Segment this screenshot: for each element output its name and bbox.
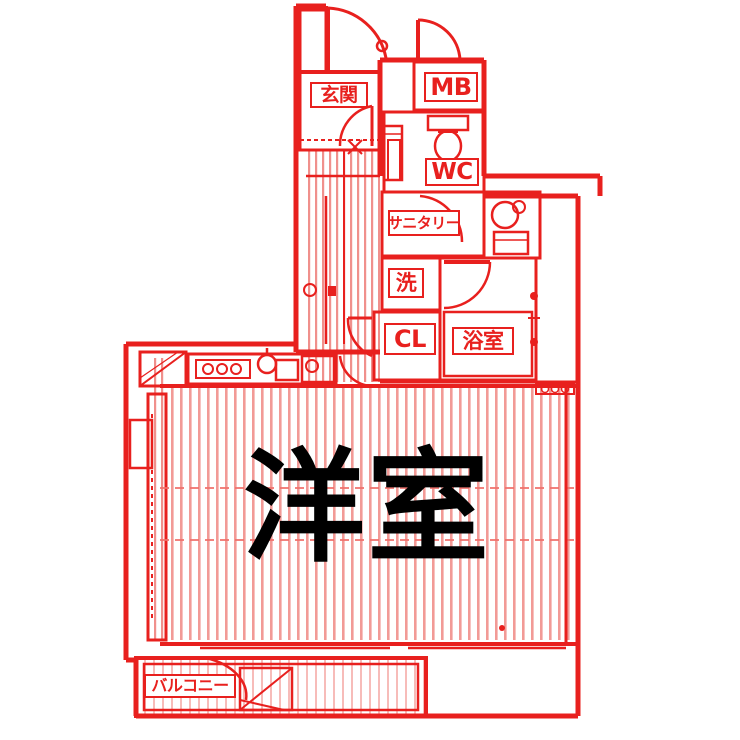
wash-basin xyxy=(490,200,530,256)
structural-column xyxy=(128,418,154,470)
kitchen-sink xyxy=(256,348,300,382)
toilet-tank xyxy=(426,114,470,132)
door-hinge-icon xyxy=(375,39,389,53)
bathroom xyxy=(438,256,540,382)
room-label-closet: CL xyxy=(384,323,436,355)
bathroom-door-arc xyxy=(443,261,492,310)
room-label-genkan: 玄関 xyxy=(310,82,368,108)
room-label-sanitary: サニタリー xyxy=(388,210,461,236)
room-label-wc: WC xyxy=(425,158,479,186)
room-label-balcony: バルコニー xyxy=(144,674,236,698)
stove-burners xyxy=(195,359,251,379)
closet-door-arc xyxy=(346,317,373,358)
room-label-mb: MB xyxy=(424,72,478,102)
plumbing-riser xyxy=(387,139,401,181)
entrance-door-arc xyxy=(327,6,388,59)
room-label-main-room: 洋室 xyxy=(243,437,491,579)
meter-box-door-arc xyxy=(417,18,462,61)
room-label-bathroom: 浴室 xyxy=(452,327,514,355)
column-marker xyxy=(303,283,317,297)
utility-space xyxy=(300,354,336,384)
meter-box xyxy=(412,18,486,112)
room-label-washer: 洗 xyxy=(388,268,424,298)
floor-hatching xyxy=(136,150,578,714)
structural-walls xyxy=(123,3,603,719)
balcony-door-arc xyxy=(205,656,248,701)
kitchen xyxy=(128,348,338,470)
misc-marks xyxy=(303,139,505,631)
toilet-bowl xyxy=(433,129,463,163)
balcony-drain xyxy=(238,666,294,712)
ceiling-vents xyxy=(535,383,575,395)
main-room xyxy=(146,380,578,650)
